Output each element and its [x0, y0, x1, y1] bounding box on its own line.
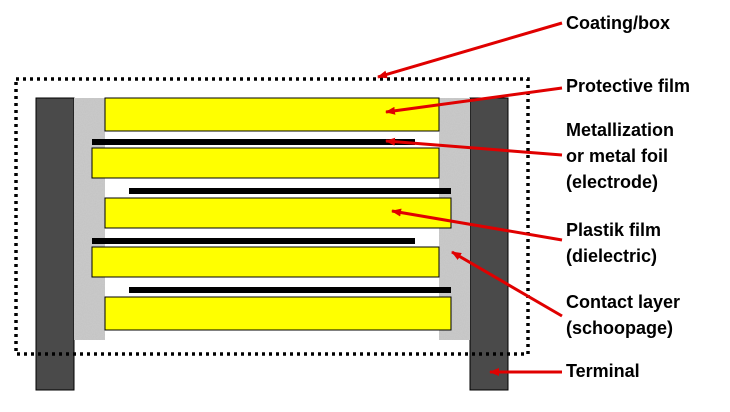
label-metallization-line3: (electrode) — [566, 172, 659, 192]
arrow-protective-film — [385, 86, 563, 115]
label-terminal: Terminal — [566, 361, 640, 381]
label-contact-layer-line2: (schoopage) — [566, 318, 674, 338]
label-protective-film: Protective film — [566, 76, 691, 96]
terminal-right — [469, 97, 509, 391]
film-layer-1 — [104, 97, 440, 132]
terminal-left — [35, 97, 75, 391]
label-plastik-film-line2: (dielectric) — [566, 246, 658, 266]
label-metallization-line1: Metallization — [566, 120, 675, 140]
arrow-contact-layer — [451, 250, 563, 318]
label-metallization-line2: or metal foil — [566, 146, 669, 166]
label-plastik-film-line1: Plastik film — [566, 220, 662, 240]
arrow-plastik-film — [391, 208, 563, 242]
arrow-coating — [377, 21, 563, 79]
film-layer-2 — [91, 147, 440, 179]
film-layer-4 — [91, 246, 440, 278]
electrode-2 — [129, 188, 451, 194]
contact-layer-left — [74, 98, 105, 340]
label-contact-layer-line1: Contact layer — [566, 292, 681, 312]
coating-box-outline — [14, 77, 530, 356]
label-coating: Coating/box — [566, 13, 670, 33]
film-layer-5 — [104, 296, 452, 331]
electrode-4 — [129, 287, 451, 293]
electrode-3 — [92, 238, 415, 244]
electrode-1 — [92, 139, 415, 145]
arrow-metallization — [385, 137, 563, 157]
